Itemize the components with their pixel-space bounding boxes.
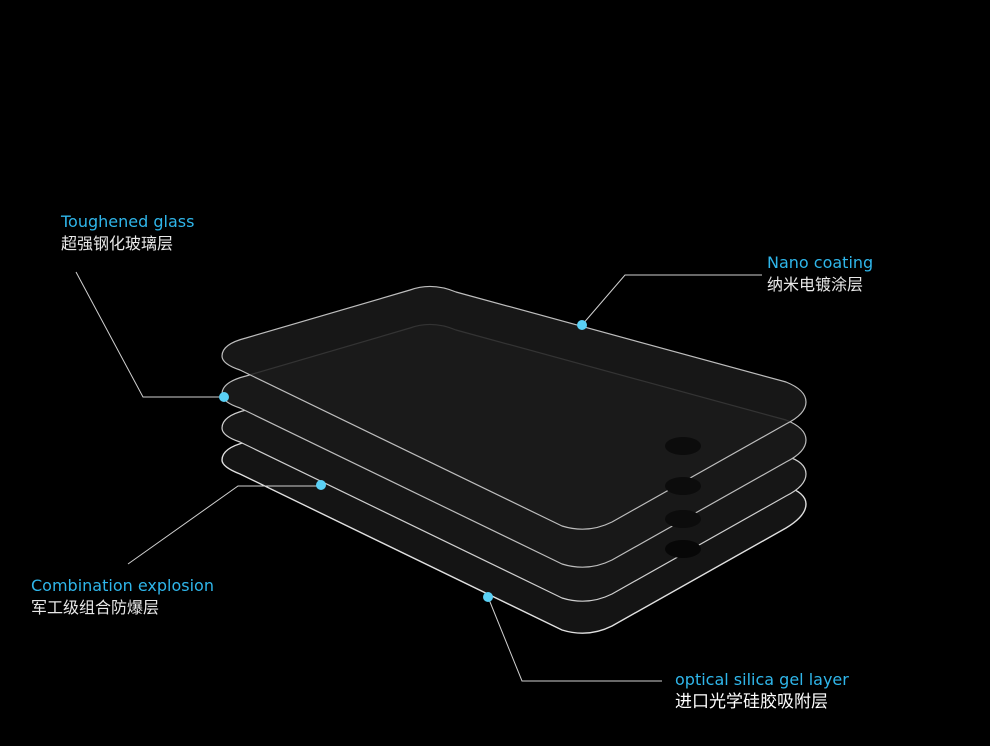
label-toughened-glass: Toughened glass 超强钢化玻璃层 <box>61 212 194 254</box>
anchor-dot-toughened <box>219 392 229 402</box>
label-toughened-en: Toughened glass <box>61 212 195 231</box>
label-optical-en: optical silica gel layer <box>675 670 849 689</box>
camera-hole <box>665 510 701 528</box>
leader-line-optical <box>487 596 662 682</box>
camera-hole <box>665 477 701 495</box>
label-optical-silica-gel: optical silica gel layer 进口光学硅胶吸附层 <box>675 670 849 713</box>
label-toughened-cn: 超强钢化玻璃层 <box>61 234 174 253</box>
label-combination-en: Combination explosion <box>31 576 214 595</box>
label-optical-cn: 进口光学硅胶吸附层 <box>675 692 828 712</box>
camera-hole <box>665 540 701 558</box>
label-nano-coating: Nano coating 纳米电镀涂层 <box>767 253 873 295</box>
anchor-dot-nano <box>577 320 587 330</box>
anchor-dots <box>219 320 587 602</box>
label-combination-explosion: Combination explosion 军工级组合防爆层 <box>31 576 214 618</box>
leader-line-toughened <box>75 271 224 398</box>
layer-stack <box>221 285 807 634</box>
leader-line-nano <box>581 274 762 326</box>
leader-lines <box>75 271 762 682</box>
label-nano-cn: 纳米电镀涂层 <box>767 275 864 294</box>
anchor-dot-optical <box>483 592 493 602</box>
leader-line-combination <box>127 485 321 565</box>
anchor-dot-combination <box>316 480 326 490</box>
label-combination-cn: 军工级组合防爆层 <box>31 598 160 617</box>
camera-holes <box>665 437 701 558</box>
label-nano-en: Nano coating <box>767 253 874 272</box>
camera-hole <box>665 437 701 455</box>
layer-nano-coating <box>221 285 807 530</box>
